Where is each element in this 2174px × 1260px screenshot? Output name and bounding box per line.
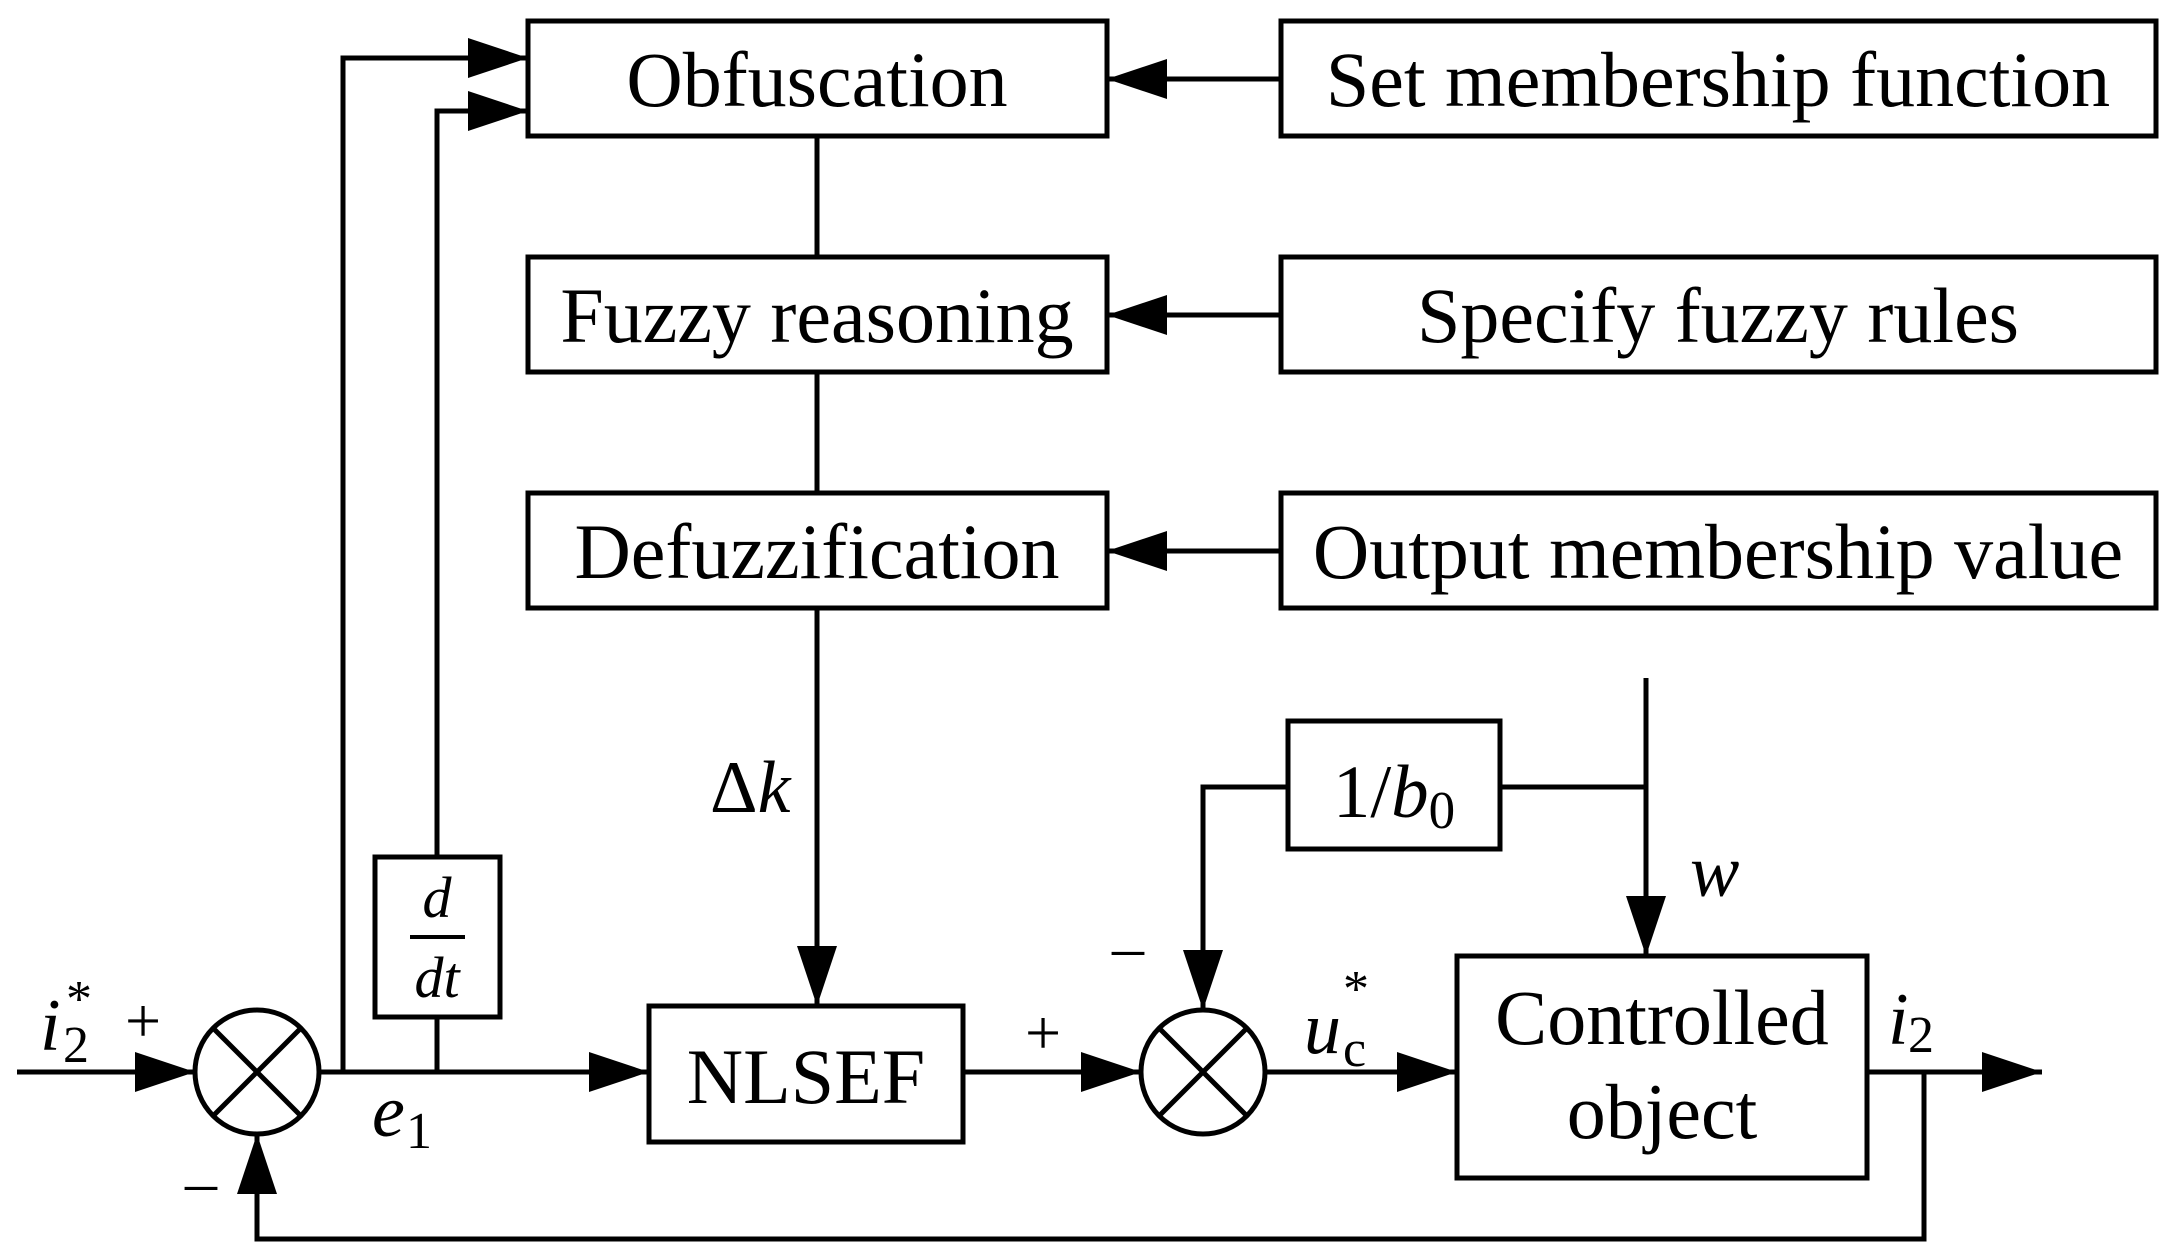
block-fuzzy-reasoning-label: Fuzzy reasoning <box>560 272 1073 359</box>
label-error-sub: 1 <box>406 1103 432 1160</box>
sum1-plus-sign: + <box>125 985 161 1056</box>
label-disturbance: w <box>1690 831 1739 913</box>
arrowhead-nlsef-to-sum2 <box>1081 1052 1141 1092</box>
derivative-denominator: dt <box>414 945 461 1010</box>
arrowhead-output-membership-to-defuzzification <box>1107 531 1167 571</box>
block-defuzzification-frame <box>525 490 1110 611</box>
block-controlled-object-frame <box>1454 953 1870 1181</box>
sum2-minus-sign: – <box>1111 911 1145 982</box>
block-set-membership-label: Set membership function <box>1326 36 2110 123</box>
label-reference-sup: * <box>66 971 92 1028</box>
arrowhead-nlsef-input <box>589 1052 649 1092</box>
block-controlled-object-line1: Controlled <box>1495 974 1829 1061</box>
block-nlsef-frame <box>646 1003 966 1145</box>
block-fuzzy-reasoning-frame <box>525 254 1110 375</box>
gain-prefix: 1/ <box>1333 751 1392 834</box>
summing-junction-1-cross-b <box>211 1026 303 1118</box>
arrowhead-membership-to-obfuscation <box>1107 59 1167 99</box>
wire-gain-to-sum2 <box>1200 784 1288 1010</box>
arrowhead-feedback <box>237 1134 277 1194</box>
arrowhead-obfuscation-derivative <box>468 91 528 131</box>
label-control-sub: c <box>1343 1021 1366 1078</box>
block-obfuscation-label: Obfuscation <box>626 36 1007 123</box>
sum2-plus-sign: + <box>1025 997 1061 1068</box>
block-set-membership-frame <box>1278 18 2159 139</box>
block-gain: 1/b0 <box>1285 718 1503 852</box>
block-defuzzification-label: Defuzzification <box>574 508 1059 595</box>
block-fuzzy-reasoning: Fuzzy reasoning <box>525 254 1110 375</box>
gain-variable: b <box>1391 751 1429 834</box>
block-controlled-object: Controlled object <box>1454 953 1870 1181</box>
block-specify-rules: Specify fuzzy rules <box>1278 254 2159 375</box>
signal-wires <box>17 55 2042 1242</box>
arrowhead-delta-k-to-nlsef <box>797 946 837 1006</box>
gain-subscript: 0 <box>1429 782 1456 840</box>
block-controlled-object-line2: object <box>1567 1068 1758 1155</box>
label-delta-symbol: Δ <box>710 747 758 829</box>
label-reference-sub: 2 <box>63 1017 89 1074</box>
label-control-var: u <box>1304 988 1341 1070</box>
label-error: e 1 <box>372 1071 432 1160</box>
block-specify-rules-frame <box>1278 254 2159 375</box>
summing-junction-2-cross-b <box>1157 1026 1249 1118</box>
block-set-membership: Set membership function <box>1278 18 2159 139</box>
block-gain-frame <box>1285 718 1503 852</box>
label-error-var: e <box>372 1071 405 1153</box>
wire-error-to-obfuscation <box>340 55 528 1072</box>
block-output-membership: Output membership value <box>1278 490 2159 611</box>
block-defuzzification: Defuzzification <box>525 490 1110 611</box>
block-nlsef-label: NLSEF <box>687 1033 925 1120</box>
label-output: i 2 <box>1888 979 1934 1064</box>
label-reference-var: i <box>40 985 61 1067</box>
block-obfuscation: Obfuscation <box>525 18 1110 139</box>
label-control: u c * <box>1304 961 1369 1078</box>
label-output-sub: 2 <box>1908 1007 1934 1064</box>
block-nlsef: NLSEF <box>646 1003 966 1145</box>
block-gain-label: 1/b0 <box>1333 751 1455 840</box>
label-delta-k: Δk <box>710 747 792 829</box>
wire-derivative-to-obfuscation <box>434 108 528 857</box>
block-specify-rules-label: Specify fuzzy rules <box>1417 272 2019 359</box>
label-reference: i 2 * <box>40 971 92 1074</box>
block-obfuscation-frame <box>525 18 1110 139</box>
block-output-membership-label: Output membership value <box>1313 508 2123 595</box>
summing-junction-1 <box>192 1007 322 1137</box>
arrowhead-sum2-to-plant <box>1397 1052 1457 1092</box>
arrowhead-disturbance-to-plant <box>1626 896 1666 956</box>
block-derivative: d dt <box>372 854 503 1020</box>
label-output-var: i <box>1888 979 1909 1061</box>
arrowhead-plant-output <box>1982 1052 2042 1092</box>
arrowhead-obfuscation-error <box>468 38 528 78</box>
sum1-minus-sign: – <box>184 1146 218 1217</box>
summing-junction-2 <box>1138 1007 1268 1137</box>
arrowhead-reference-input <box>135 1052 195 1092</box>
label-delta-var: k <box>758 747 792 829</box>
label-control-sup: * <box>1343 961 1369 1018</box>
block-output-membership-frame <box>1278 490 2159 611</box>
derivative-numerator: d <box>423 865 453 930</box>
arrowheads <box>135 38 2042 1194</box>
arrowhead-rules-to-reasoning <box>1107 295 1167 335</box>
arrowhead-gain-to-sum2 <box>1183 950 1223 1010</box>
